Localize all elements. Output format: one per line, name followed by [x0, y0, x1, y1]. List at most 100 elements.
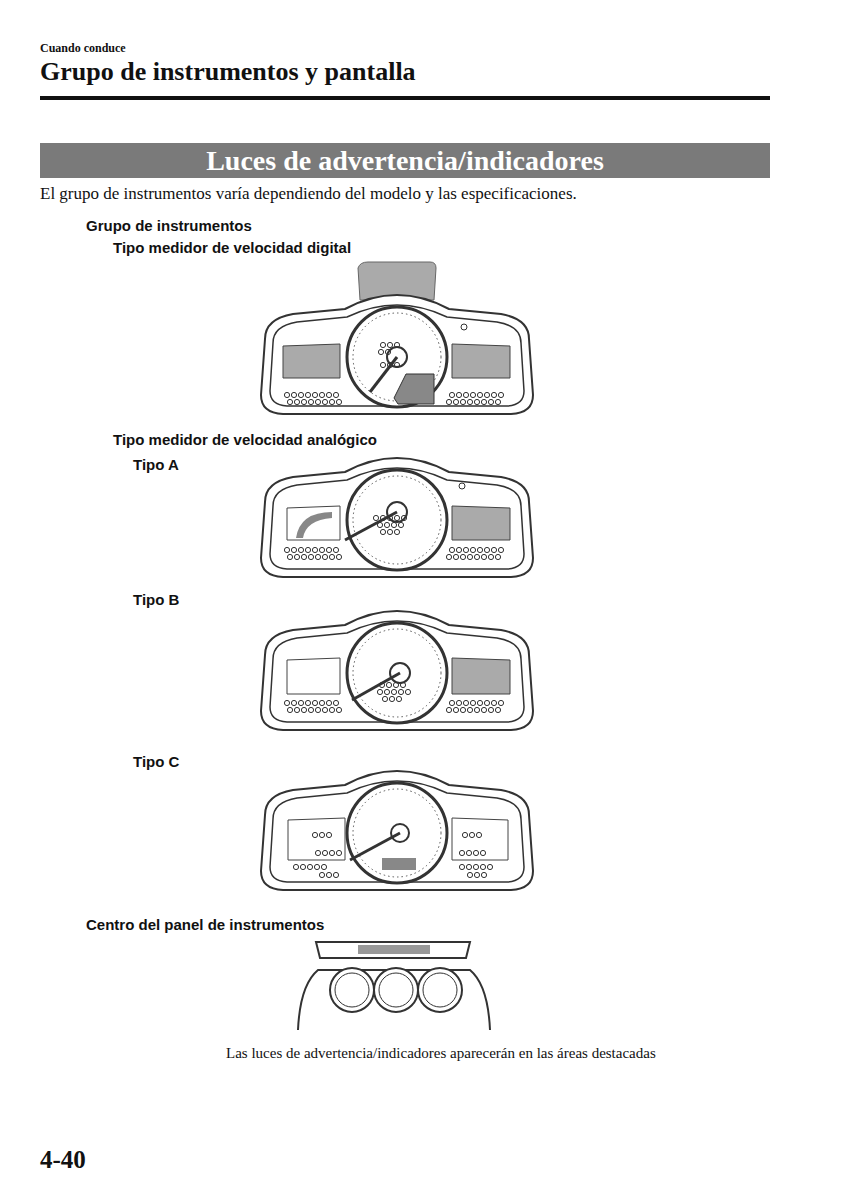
indicator-dot: [305, 392, 310, 397]
subheading: Tipo medidor de velocidad digital: [113, 239, 351, 256]
indicator-dot: [387, 515, 392, 520]
indicator-dot: [487, 864, 492, 869]
indicator-dot: [456, 547, 461, 552]
indicator-dot: [393, 682, 398, 687]
indicator-dot: [287, 707, 292, 712]
indicator-dot: [473, 850, 478, 855]
indicator-dot: [484, 700, 489, 705]
indicator-dot: [305, 547, 310, 552]
indicator-dot: [336, 554, 341, 559]
indicator-dot: [446, 707, 451, 712]
indicator-dot: [301, 554, 306, 559]
indicator-dot: [380, 515, 385, 520]
indicator-dot: [491, 392, 496, 397]
indicator-dot: [460, 399, 465, 404]
indicator-dot: [386, 682, 391, 687]
indicator-dot: [319, 700, 324, 705]
indicator-dot: [322, 554, 327, 559]
indicator-dot: [459, 864, 464, 869]
subheading: Grupo de instrumentos: [86, 217, 252, 234]
indicator-dot: [495, 707, 500, 712]
indicator-dot: [481, 872, 486, 877]
indicator-dot: [385, 349, 390, 354]
indicator-dot: [446, 554, 451, 559]
indicator-dot: [449, 547, 454, 552]
indicator-dot: [401, 515, 406, 520]
section-header: Cuando conduce: [40, 41, 126, 56]
page-number: 4-40: [40, 1146, 86, 1174]
indicator-dot: [398, 522, 403, 527]
indicator-dot: [474, 707, 479, 712]
indicator-dot: [387, 362, 392, 367]
indicator-dot: [488, 707, 493, 712]
indicator-dot: [391, 689, 396, 694]
indicator-dot: [326, 872, 331, 877]
indicator-dot: [387, 529, 392, 534]
indicator-dot: [488, 554, 493, 559]
page-title: Grupo de instrumentos y pantalla: [40, 57, 416, 87]
indicator-dot: [463, 700, 468, 705]
indicator-dot: [394, 515, 399, 520]
type-label: Tipo B: [133, 591, 179, 608]
indicator-dot: [333, 700, 338, 705]
indicator-dot: [481, 707, 486, 712]
indicator-dot: [329, 707, 334, 712]
indicator-dot: [293, 864, 298, 869]
heading-band: Luces de advertencia/indicadores: [40, 143, 770, 178]
note-text: Las luces de advertencia/indicadores apa…: [226, 1045, 656, 1062]
indicator-dot: [315, 707, 320, 712]
indicator-dot: [294, 399, 299, 404]
indicator-dot: [481, 554, 486, 559]
indicator-dot: [312, 547, 317, 552]
indicator-dot: [322, 850, 327, 855]
indicator-dot: [319, 392, 324, 397]
indicator-dot: [384, 689, 389, 694]
indicator-dot: [474, 554, 479, 559]
indicator-dot: [314, 864, 319, 869]
indicator-dot: [378, 349, 383, 354]
indicator-dot: [377, 689, 382, 694]
indicator-dot: [405, 689, 410, 694]
indicator-dot: [470, 700, 475, 705]
indicator-dot: [333, 392, 338, 397]
indicator-dot: [462, 832, 467, 837]
indicator-dot: [389, 696, 394, 701]
indicator-dot: [476, 832, 481, 837]
indicator-dot: [470, 392, 475, 397]
indicator-dot: [291, 547, 296, 552]
indicator-dot: [319, 547, 324, 552]
indicator-dot: [336, 399, 341, 404]
indicator-dot: [301, 707, 306, 712]
indicator-dot: [477, 392, 482, 397]
indicator-dot: [467, 872, 472, 877]
indicator-dot: [473, 864, 478, 869]
indicator-dot: [308, 399, 313, 404]
indicator-dot: [387, 342, 392, 347]
indicator-dot: [491, 547, 496, 552]
subheading: Centro del panel de instrumentos: [86, 916, 324, 933]
indicator-dot: [308, 554, 313, 559]
indicator-dot: [477, 547, 482, 552]
indicator-dot: [284, 700, 289, 705]
indicator-dot: [470, 547, 475, 552]
indicator-dot: [326, 700, 331, 705]
indicator-dot: [460, 707, 465, 712]
indicator-dot: [333, 872, 338, 877]
indicator-dot: [380, 362, 385, 367]
indicator-dot: [377, 522, 382, 527]
indicator-dot: [322, 707, 327, 712]
indicator-dot: [336, 850, 341, 855]
indicator-dot: [380, 342, 385, 347]
intro-text: El grupo de instrumentos varía dependien…: [40, 184, 577, 204]
type-label: Tipo A: [133, 456, 179, 473]
indicator-dot: [498, 392, 503, 397]
indicator-dot: [453, 554, 458, 559]
indicator-dot: [322, 399, 327, 404]
indicator-dot: [308, 707, 313, 712]
indicator-dot: [467, 707, 472, 712]
indicator-dot: [449, 700, 454, 705]
indicator-dot: [298, 392, 303, 397]
indicator-dot: [460, 554, 465, 559]
indicator-dot: [466, 864, 471, 869]
indicator-dot: [291, 700, 296, 705]
